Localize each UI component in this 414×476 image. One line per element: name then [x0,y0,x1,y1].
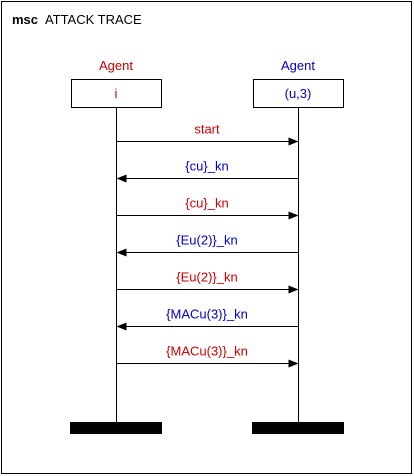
lifeline-agent-1: Agent (u,3) [252,58,344,434]
message-0: start [116,122,299,146]
message-label: {cu}_kn [185,196,228,211]
title-keyword: msc [12,12,38,27]
message-label: {Eu(2)}_kn [176,270,237,285]
message-1: {cu}_kn [116,159,299,183]
message-label: {MACu(3)}_kn [166,307,248,322]
agent-box [253,79,344,108]
lifeline-agent-0: Agent i [70,58,162,434]
message-label: {MACu(3)}_kn [166,344,248,359]
lifeline-end-bar [70,422,162,434]
message-label: {Eu(2)}_kn [176,233,237,248]
lifeline-end-bar [252,422,344,434]
agent-header-label: Agent [99,58,133,73]
diagram-title: msc ATTACK TRACE [12,12,142,27]
message-6: {MACu(3)}_kn [116,344,299,368]
agent-name: i [115,86,118,101]
message-4: {Eu(2)}_kn [116,270,299,294]
message-5: {MACu(3)}_kn [116,307,299,331]
messages: start {cu}_kn {cu}_kn {Eu(2)}_kn {Eu(2)}_kn {… [116,122,299,368]
agent-header-label: Agent [281,58,315,73]
lifelines: Agent i Agent (u,3) [70,58,344,434]
message-label: {cu}_kn [185,159,228,174]
message-3: {Eu(2)}_kn [116,233,299,257]
message-2: {cu}_kn [116,196,299,220]
title-text: ATTACK TRACE [45,12,142,27]
message-label: start [194,122,220,137]
agent-name: (u,3) [285,86,312,101]
